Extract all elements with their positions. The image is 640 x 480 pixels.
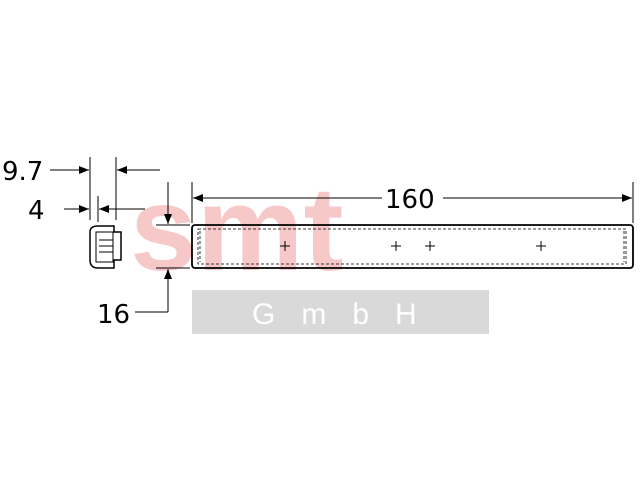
watermark-brand: smt bbox=[130, 162, 343, 296]
dimension-length bbox=[191, 182, 634, 223]
watermark-band bbox=[192, 290, 489, 334]
dimension-label-overall-height: 9.7 bbox=[2, 157, 43, 187]
dimension-label-thickness: 4 bbox=[28, 196, 45, 226]
watermark-subtitle: GmbH bbox=[252, 298, 443, 331]
dimension-label-length: 160 bbox=[385, 185, 435, 215]
side-profile-view bbox=[89, 225, 122, 269]
dimension-label-width: 16 bbox=[97, 300, 130, 330]
dimension-thickness bbox=[64, 196, 145, 222]
smt-watermark: smt GmbH bbox=[130, 162, 489, 334]
top-view-bar bbox=[191, 224, 634, 269]
dimension-width bbox=[135, 182, 190, 313]
cross-hole-marks bbox=[280, 241, 546, 251]
